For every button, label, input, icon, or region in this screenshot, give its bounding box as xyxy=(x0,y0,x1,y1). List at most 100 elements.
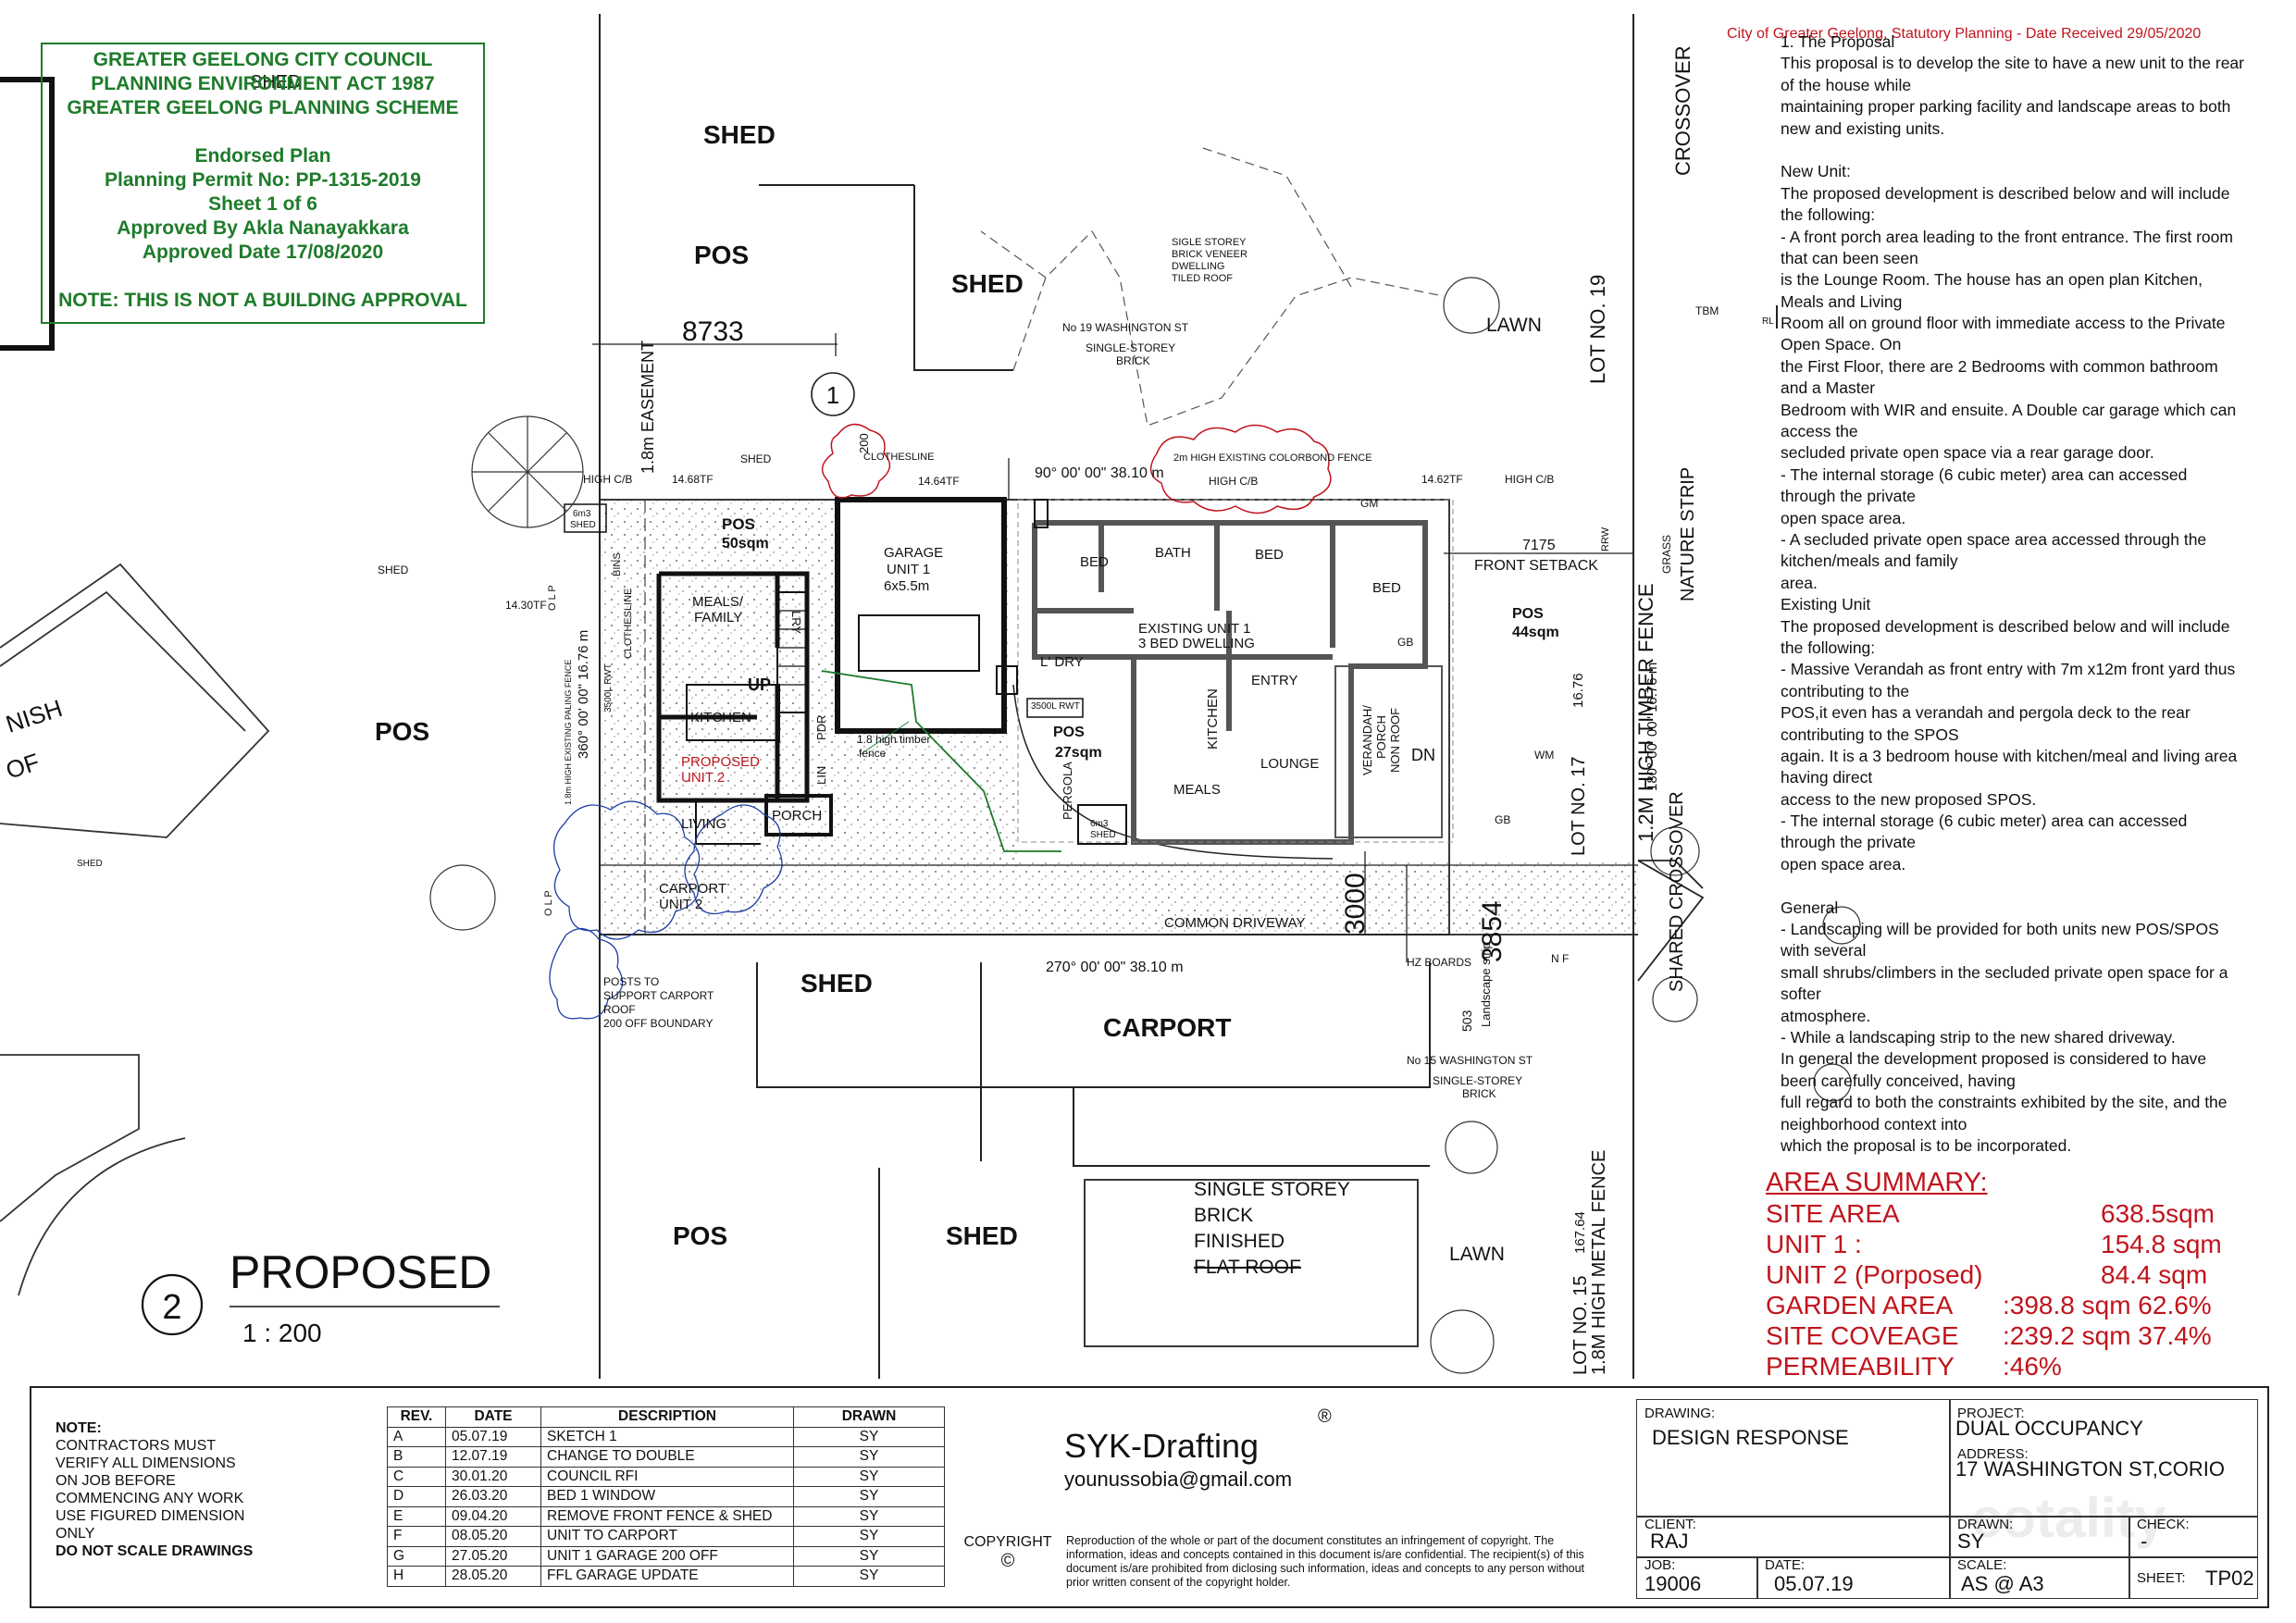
label-grass: GRASS xyxy=(1660,535,1673,574)
label-lot19: LOT NO. 19 xyxy=(1586,275,1609,384)
area-value: 154.8 sqm xyxy=(2101,1230,2222,1258)
stamp-line xyxy=(43,120,483,144)
note-line: ON JOB BEFORE xyxy=(56,1473,176,1489)
proposal-line: Existing Unit xyxy=(1781,595,1871,614)
label-shared-crossover: SHARED CROSSOVER xyxy=(1667,791,1687,992)
rev-cell: 12.07.19 xyxy=(445,1446,541,1468)
dim-landscape: 503 xyxy=(1459,1010,1474,1032)
plan-number: 2 xyxy=(162,1288,181,1327)
proposal-line: been carefully conceived, having xyxy=(1781,1071,2016,1090)
rev-cell: SY xyxy=(793,1505,945,1527)
proposal-line: the following: xyxy=(1781,638,1876,657)
label-colorbond: 2m HIGH EXISTING COLORBOND FENCE xyxy=(1173,452,1372,464)
neighbour-roof xyxy=(980,147,1445,427)
label-meals-family-b: FAMILY xyxy=(694,610,742,626)
label-lot15: LOT NO. 15 xyxy=(1570,1276,1591,1375)
label-no15: No 15 WASHINGTON ST xyxy=(1407,1054,1533,1067)
area-label: UNIT 1 : xyxy=(1766,1230,1862,1258)
label-bath: BATH xyxy=(1155,545,1191,561)
rev-cell: A xyxy=(387,1426,446,1447)
label-kitchen-u1: KITCHEN xyxy=(1205,688,1221,750)
proposal-line: having direct xyxy=(1781,768,1873,787)
sheet-cell: SHEET: TP02 xyxy=(2128,1556,2258,1599)
dim-right-len: 16.76 xyxy=(1570,673,1586,708)
label-olp-2: O L P xyxy=(543,890,554,916)
label-no19: No 19 WASHINGTON ST xyxy=(1062,321,1189,334)
stamp-line: GREATER GEELONG CITY COUNCIL xyxy=(93,49,433,70)
label-pos-unit1: POS xyxy=(1053,725,1085,740)
label-timber-small-b: fence xyxy=(859,747,887,760)
proposal-line: In general the development proposed is c… xyxy=(1781,1049,2207,1069)
label-rrw: RRW xyxy=(1600,527,1611,551)
label-rl-3: 14.62TF xyxy=(1421,473,1463,486)
label-pos-3: POS xyxy=(673,1221,727,1250)
label-meals-family: MEALS/ xyxy=(692,594,744,610)
existing-unit-walls xyxy=(1032,520,1428,845)
label-no19-note-d: TILED ROOF xyxy=(1172,273,1233,284)
copyright-disclaimer: Reproduction of the whole or part of the… xyxy=(1066,1534,1585,1589)
dim-right-boundary: 180° 00' 00" 16.76 m xyxy=(1644,663,1660,791)
label-no19-note-b: BRICK VENEER xyxy=(1172,249,1247,260)
rev-cell: 27.05.20 xyxy=(445,1545,541,1567)
label-pos-1: POS xyxy=(694,241,749,269)
project-value: DUAL OCCUPANCY xyxy=(1955,1417,2143,1440)
proposal-line: access to the new proposed SPOS. xyxy=(1781,789,2037,809)
site-plan-drawing: 1 SHED SHED SHED SHED SHED POS POS POS L… xyxy=(0,14,1861,1379)
label-bins: BINS xyxy=(612,552,623,576)
label-porch: PORCH xyxy=(772,808,822,824)
brand-email[interactable]: younussobia@gmail.com xyxy=(1064,1468,1293,1491)
label-pdr: PDR xyxy=(814,715,828,740)
trees-blue xyxy=(549,800,783,1020)
dim-driveway-a: 3000 xyxy=(1340,873,1371,935)
stamp-line: Approved By Akla Nanayakkara xyxy=(117,217,409,239)
label-rl: RL xyxy=(1762,316,1774,327)
proposal-line: New Unit: xyxy=(1781,162,1851,181)
label-bed-1: BED xyxy=(1080,554,1109,570)
proposal-line: contributing to the xyxy=(1781,681,1910,700)
area-label: SITE COVEAGE xyxy=(1766,1321,1959,1350)
rev-cell: FFL GARAGE UPDATE xyxy=(540,1566,794,1587)
rev-cell: 05.07.19 xyxy=(445,1426,541,1447)
proposal-line: new and existing units. xyxy=(1781,118,1945,138)
proposal-line: and a Master xyxy=(1781,378,1876,398)
label-pos-unit2: POS xyxy=(722,515,755,533)
proposal-line: This proposal is to develop the site to … xyxy=(1781,54,2244,73)
proposal-line xyxy=(1781,140,2280,161)
scale-cell: SCALE: AS @ A3 xyxy=(1949,1556,2130,1599)
label-no19-type-b: BRICK xyxy=(1116,354,1150,367)
drawing-cell: DRAWING: DESIGN RESPONSE xyxy=(1636,1399,1951,1518)
label-garage-unit: UNIT 1 xyxy=(887,562,930,577)
proposal-line: through the private xyxy=(1781,833,1916,852)
copyright-symbol: © xyxy=(1000,1551,1015,1571)
label-hz-boards: HZ BOARDS xyxy=(1407,956,1471,969)
date-label: DATE: xyxy=(1765,1557,1806,1573)
check-value: - xyxy=(2141,1530,2148,1553)
label-gb-1: GB xyxy=(1397,636,1413,649)
proposal-line: Bedroom with WIR and ensuite. A Double c… xyxy=(1781,400,2237,419)
proposal-line: open space area. xyxy=(1781,854,1906,873)
date-value: 05.07.19 xyxy=(1774,1572,1854,1595)
label-ldry: L' DRY xyxy=(1040,654,1084,670)
proposal-line: 1. The Proposal xyxy=(1781,32,1895,51)
label-shed-mid: SHED xyxy=(740,452,772,465)
label-rwt-left: 3500L RWT xyxy=(603,663,614,712)
stair xyxy=(776,591,808,713)
proposal-line xyxy=(1781,875,2280,897)
client-cell: CLIENT: RAJ xyxy=(1636,1516,1951,1558)
rev-cell: SY xyxy=(793,1466,945,1487)
area-value: :239.2 sqm 37.4% xyxy=(2003,1321,2212,1350)
label-carport: CARPORT xyxy=(1103,1013,1231,1042)
label-bed-3: BED xyxy=(1372,580,1401,596)
label-olp-1: O L P xyxy=(547,585,558,611)
label-pos-2: POS xyxy=(375,717,429,746)
area-row: UNIT 1 : 154.8 sqm xyxy=(1766,1229,2222,1259)
rev-cell: SY xyxy=(793,1545,945,1567)
note-line: VERIFY ALL DIMENSIONS xyxy=(56,1456,236,1471)
job-cell: JOB: 19006 xyxy=(1636,1556,1758,1599)
proposal-line: - Massive Verandah as front entry with 7… xyxy=(1781,660,2236,679)
area-label: PERMEABILITY xyxy=(1766,1352,1955,1381)
label-shed-2: SHED xyxy=(951,269,1024,298)
proposal-line: General xyxy=(1781,898,1839,917)
proposal-line: The proposed development is described be… xyxy=(1781,183,2230,203)
